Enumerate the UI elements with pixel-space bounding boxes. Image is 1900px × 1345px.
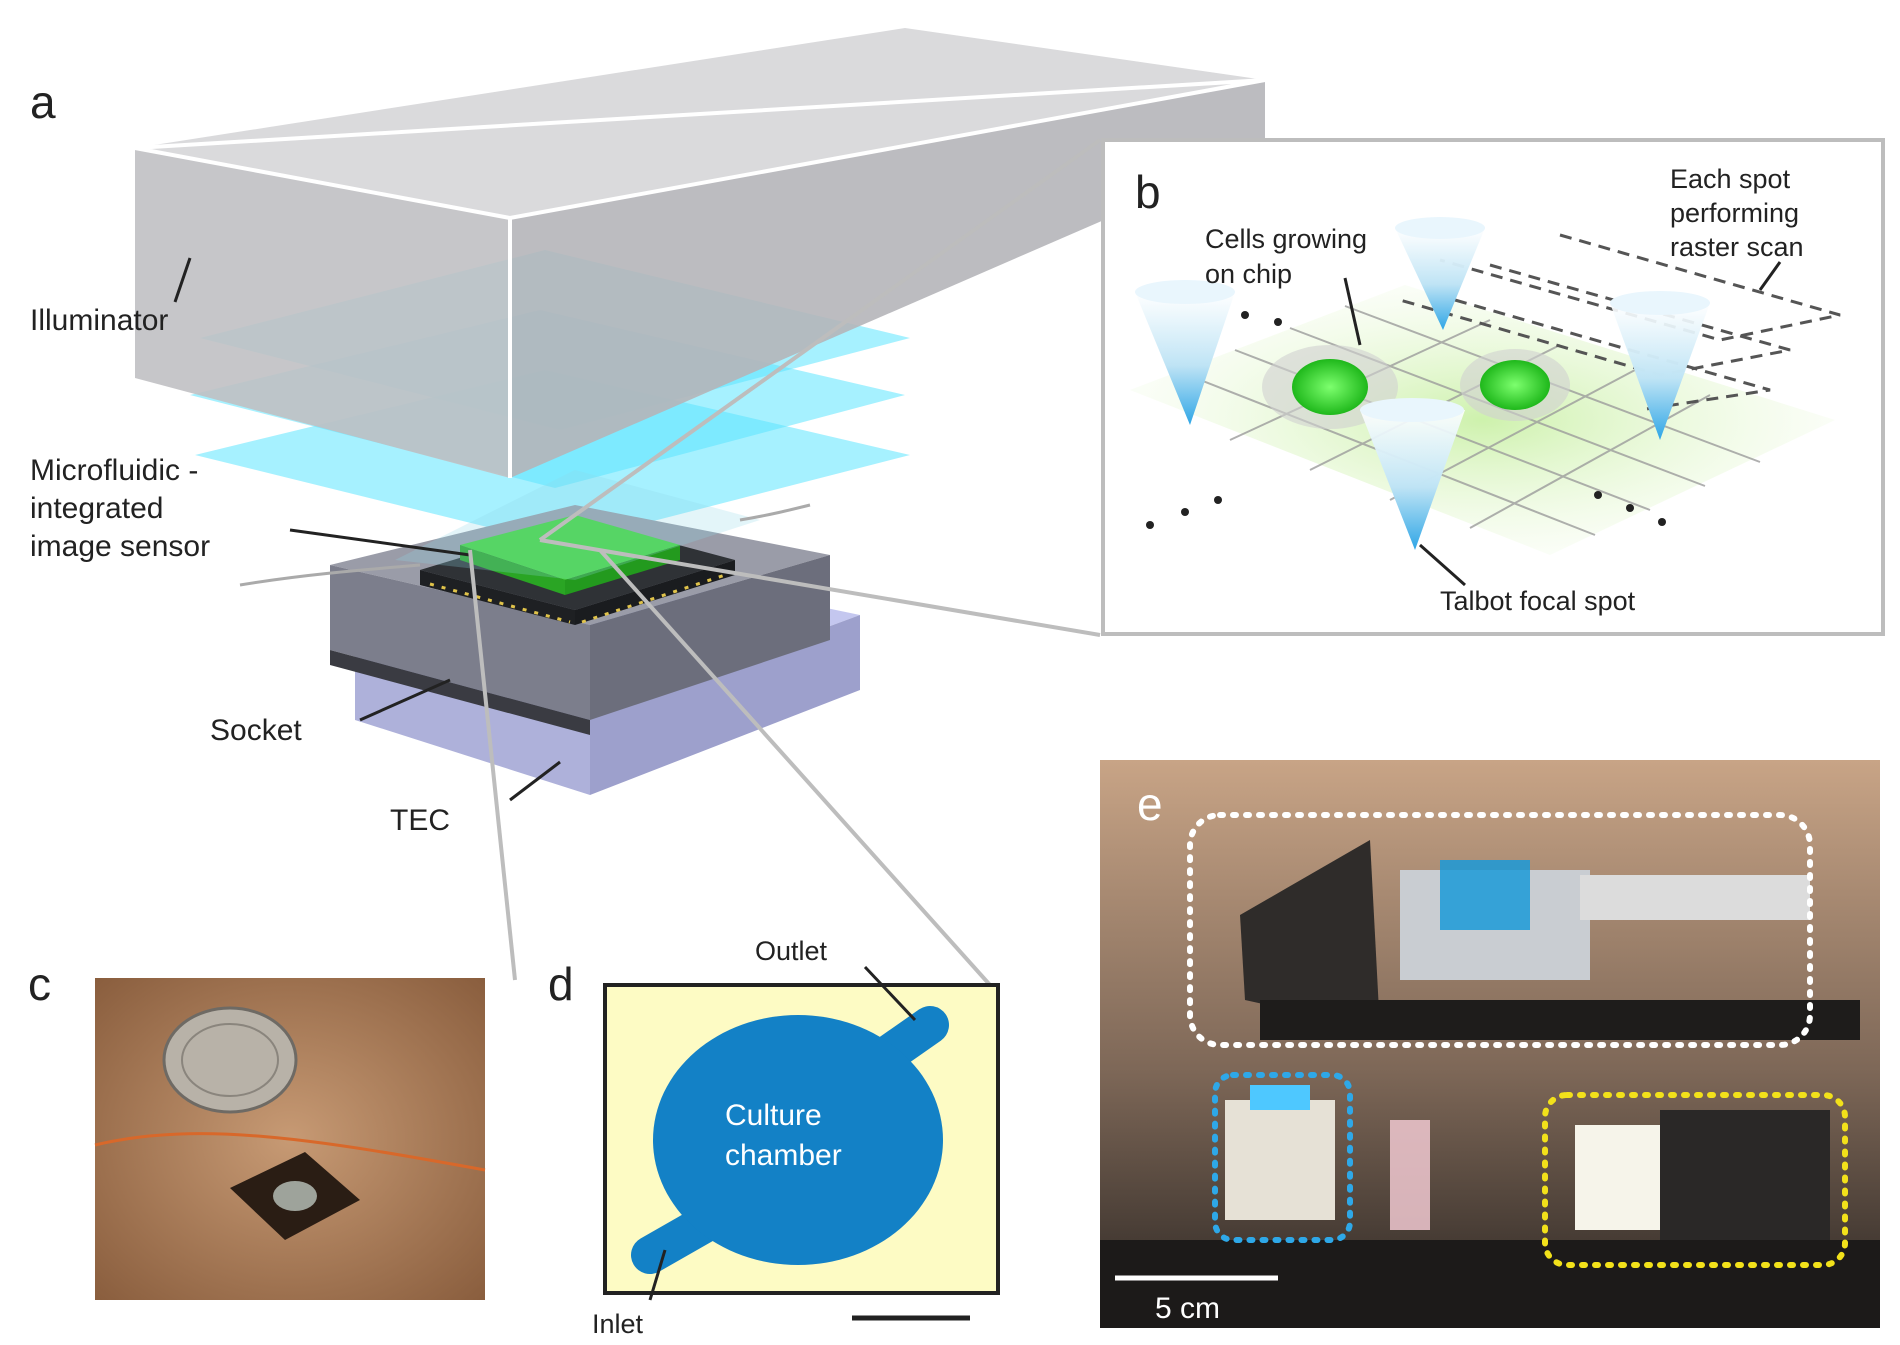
- light-source: [1440, 860, 1530, 930]
- label-sensor-line3: image sensor: [30, 530, 210, 563]
- panel-e: e 5 cm: [1100, 760, 1880, 1328]
- scale-bar-e-label: 5 cm: [1155, 1292, 1220, 1325]
- label-illuminator: Illuminator: [30, 304, 168, 337]
- leader-inlet: [648, 1249, 667, 1301]
- breadboard-rail: [1260, 1000, 1860, 1040]
- panel-b: b: [1101, 138, 1885, 636]
- illuminator-box: [134, 28, 1266, 478]
- chip-glow: [1250, 1085, 1310, 1110]
- leader-focal: [1419, 543, 1466, 587]
- highlight-box-sensor: [1212, 1072, 1353, 1243]
- label-chamber-line2: chamber: [725, 1139, 842, 1172]
- label-tec: TEC: [390, 804, 450, 837]
- label-cells-line1: Cells growing: [1205, 224, 1367, 254]
- tube: [1390, 1120, 1430, 1230]
- leader-scan: [1758, 261, 1782, 291]
- optical-table: [1100, 1240, 1880, 1328]
- ribbon-cable: [1580, 875, 1810, 920]
- leader-outlet: [863, 965, 917, 1022]
- panel-letter-b: b: [1135, 166, 1161, 218]
- leader-socket: [359, 678, 451, 722]
- leader-sensor: [289, 528, 471, 557]
- zoom-lines: [468, 138, 1102, 987]
- raster-scan-paths: [1399, 233, 1841, 412]
- continuation-dots: [1146, 311, 1666, 529]
- label-chamber-line1: Culture: [725, 1099, 822, 1132]
- highlight-box-optics: [1187, 812, 1813, 1048]
- cell-2: [1480, 360, 1550, 410]
- culture-chamber: [653, 1015, 943, 1265]
- device-window: [273, 1181, 317, 1211]
- label-scan-line3: raster scan: [1670, 232, 1804, 262]
- talbot-cones: [1135, 217, 1710, 550]
- leader-illuminator: [173, 257, 192, 303]
- label-sensor-line2: integrated: [30, 492, 163, 525]
- panel-letter-e: e: [1137, 778, 1163, 830]
- label-talbot-focal-spot: Talbot focal spot: [1440, 586, 1636, 616]
- cell-1: [1292, 359, 1368, 415]
- panel-letter-d: d: [548, 958, 574, 1010]
- label-socket: Socket: [210, 714, 302, 747]
- highlight-box-pump: [1542, 1092, 1848, 1268]
- panel-a: a: [30, 28, 1266, 837]
- panel-c: c: [28, 958, 486, 1300]
- label-scan-line1: Each spot: [1670, 164, 1791, 194]
- leader-tec: [509, 760, 561, 802]
- leader-cells: [1343, 277, 1362, 346]
- label-cells-line2: on chip: [1205, 259, 1292, 289]
- sensor-module: [1225, 1100, 1335, 1220]
- panel-d: d Culture chamber Outlet Inlet: [548, 936, 1000, 1339]
- label-outlet: Outlet: [755, 936, 828, 966]
- mirror-mount: [1240, 840, 1380, 1030]
- label-scan-line2: performing: [1670, 198, 1799, 228]
- label-sensor-line1: Microfluidic -: [30, 454, 198, 487]
- wire: [94, 1132, 486, 1172]
- panel-letter-c: c: [28, 958, 51, 1010]
- panel-letter-a: a: [30, 76, 56, 128]
- pump-motor: [1660, 1110, 1830, 1260]
- pump-head: [1575, 1125, 1665, 1230]
- label-inlet: Inlet: [592, 1309, 644, 1339]
